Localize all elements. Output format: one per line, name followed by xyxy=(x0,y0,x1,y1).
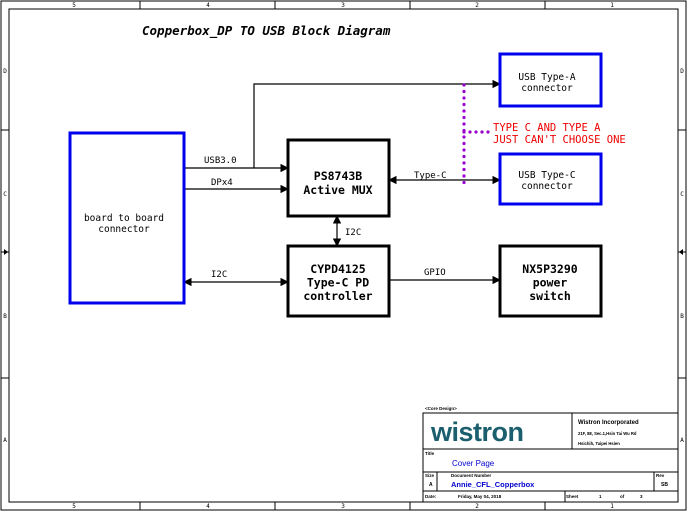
mux-block xyxy=(286,138,391,218)
col-label-top-1: 1 xyxy=(610,2,614,9)
row-label-left-d: D xyxy=(3,68,7,75)
blocks xyxy=(68,52,603,318)
title-field-value: Cover Page xyxy=(452,459,495,468)
diagram-title: Copperbox_DP TO USB Block Diagram xyxy=(142,23,391,39)
power-switch-block xyxy=(498,244,603,318)
company-name: Wistron Incorporated xyxy=(578,420,639,426)
docnum-value: Annie_CFL_Copperbox xyxy=(451,480,535,489)
annotation-dots xyxy=(462,83,490,185)
pd-controller-block xyxy=(286,244,391,318)
dpx4-label: DPx4 xyxy=(211,178,233,188)
usb3-label: USB3.0 xyxy=(204,156,237,166)
row-label-right-d: D xyxy=(680,68,684,75)
of-label: of xyxy=(620,494,625,499)
connections xyxy=(183,79,501,287)
col-label-top-5: 5 xyxy=(72,2,76,9)
core-design-label: <Core Design> xyxy=(425,406,457,411)
size-value: A xyxy=(429,482,433,488)
size-label: Size xyxy=(425,473,435,478)
title-block: <Core Design> wistron Wistron Incorporat… xyxy=(422,406,679,503)
col-label-bottom-3: 3 xyxy=(341,503,345,510)
rev-value: SB xyxy=(661,482,668,488)
sheet-value: 1 xyxy=(599,494,602,499)
row-label-right-a: A xyxy=(680,437,684,444)
date-value: Friday, May 04, 2018 xyxy=(458,494,502,499)
col-label-bottom-5: 5 xyxy=(72,503,76,510)
col-label-top-3: 3 xyxy=(341,2,345,9)
b2b-connector-block xyxy=(68,131,186,305)
usb3-branch-line xyxy=(253,79,501,168)
typec-label: Type-C xyxy=(414,171,447,181)
col-label-bottom-4: 4 xyxy=(206,503,210,510)
col-label-top-2: 2 xyxy=(475,2,479,9)
row-label-right-b: B xyxy=(680,313,684,320)
i2c-left-label: I2C xyxy=(211,270,227,280)
rev-label: Rev xyxy=(656,473,665,478)
usb-a-block xyxy=(498,52,603,108)
col-label-top-4: 4 xyxy=(206,2,210,9)
title-field-label: Title xyxy=(425,451,435,456)
of-value: 3 xyxy=(640,494,643,499)
date-label: Date: xyxy=(425,494,437,499)
company-address-line1: 21F, 88, Sec.1,Hsin Tai Wu Rd xyxy=(578,431,637,436)
border-labels: 5 4 3 2 1 5 4 3 2 1 D C B A D C B A xyxy=(3,2,684,510)
row-label-left-b: B xyxy=(3,313,7,320)
col-label-bottom-2: 2 xyxy=(475,503,479,510)
docnum-label: Document Number xyxy=(451,473,492,478)
usb-c-block xyxy=(498,152,603,206)
row-label-right-c: C xyxy=(680,191,684,198)
wistron-logo: wistron xyxy=(430,417,524,447)
i2c-vertical-label: I2C xyxy=(345,228,361,238)
row-label-left-c: C xyxy=(3,191,7,198)
gpio-label: GPIO xyxy=(424,268,446,278)
row-label-left-a: A xyxy=(3,437,7,444)
sheet-label: Sheet xyxy=(566,494,579,499)
company-address-line2: Hsichih, Taipei Hsien xyxy=(578,441,620,446)
col-label-bottom-1: 1 xyxy=(610,503,614,510)
